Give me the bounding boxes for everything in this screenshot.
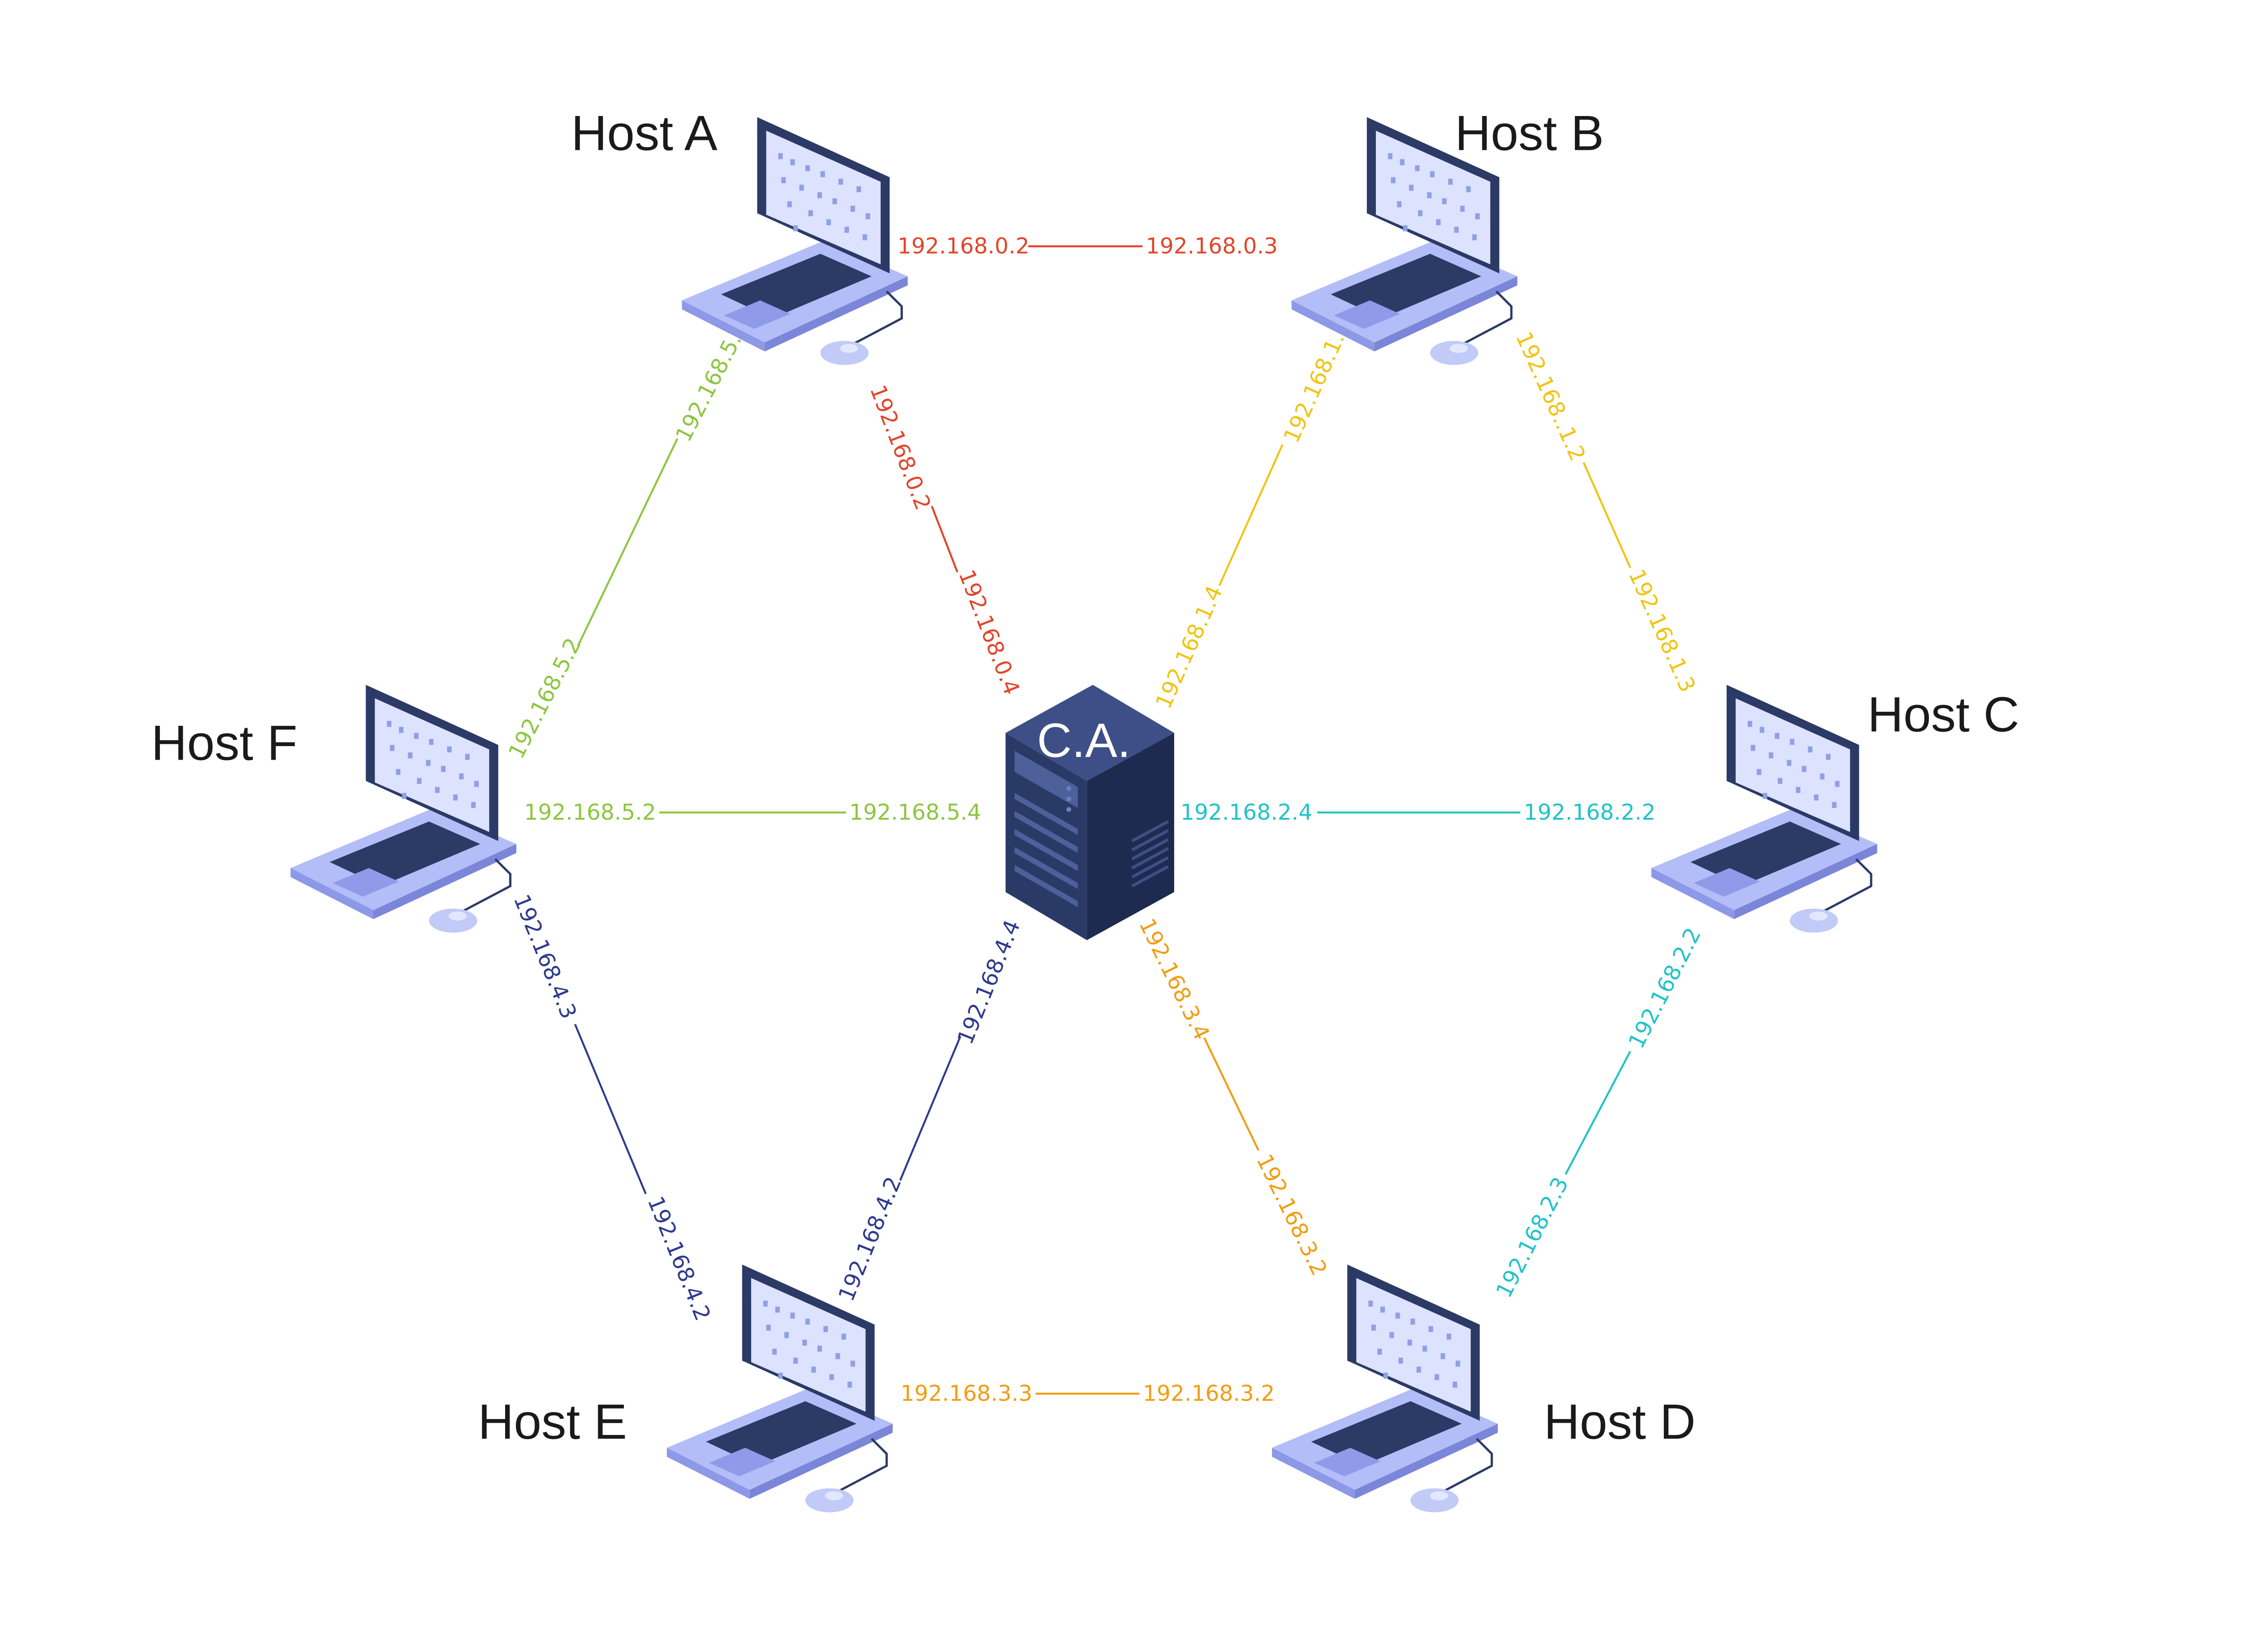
ip-address-label: 192.168.2.2	[1624, 924, 1706, 1053]
laptop-icon	[291, 685, 516, 933]
ip-address-label: 192.168.3.2	[1251, 1150, 1332, 1280]
ip-address-label: 192.168.5.2	[524, 800, 656, 825]
ip-address-label: 192.168.2.2	[1523, 800, 1655, 825]
host-a[interactable]: Host A	[571, 106, 908, 365]
link-a-b: 192.168.0.2 192.168.0.3	[897, 234, 1277, 259]
host-label: Host C	[1867, 687, 2019, 742]
host-b[interactable]: Host B	[1291, 106, 1604, 365]
host-e[interactable]: Host E	[478, 1265, 893, 1513]
host-label: Host F	[151, 715, 297, 771]
ip-address-label: 192.168.2.4	[1180, 800, 1312, 825]
link-line	[1203, 1037, 1259, 1151]
host-label: Host D	[1544, 1394, 1695, 1450]
link-e-ca: 192.168.4.4 192.168.4.2	[834, 916, 1026, 1304]
laptop-icon	[1272, 1265, 1498, 1513]
ip-address-label: 192.168.0.4	[953, 566, 1024, 698]
ip-address-label: 192.168.1.4	[1151, 582, 1227, 713]
link-e-f: 192.168.4.3 192.168.4.2	[508, 891, 715, 1324]
laptop-icon	[1651, 685, 1877, 933]
link-d-e: 192.168.3.3 192.168.3.2	[901, 1381, 1275, 1406]
link-line	[1583, 462, 1631, 568]
ip-address-label: 192.168.4.4	[952, 916, 1025, 1048]
host-label: Host E	[478, 1394, 627, 1450]
ca-label: C.A.	[1037, 714, 1131, 767]
host-label: Host A	[571, 106, 718, 161]
link-line	[899, 1035, 961, 1181]
link-line	[931, 506, 958, 573]
link-c-ca: 192.168.2.4 192.168.2.2	[1180, 800, 1656, 825]
link-line	[574, 1024, 647, 1195]
host-d[interactable]: Host D	[1272, 1265, 1695, 1513]
link-d-ca: 192.168.3.4 192.168.3.2	[1134, 914, 1332, 1280]
link-line	[1565, 1051, 1631, 1175]
ip-address-label: 192.168.4.3	[508, 891, 581, 1022]
ip-address-label: 192.168.1.3	[1624, 566, 1700, 696]
ip-address-label: 192.168.4.2	[642, 1193, 715, 1324]
ip-address-label: 192.168.3.4	[1134, 914, 1214, 1044]
ca-server[interactable]: C.A.	[1005, 685, 1175, 940]
link-f-ca: 192.168.5.2 192.168.5.4	[524, 800, 981, 825]
host-c[interactable]: Host C	[1651, 685, 2019, 933]
link-line	[577, 438, 678, 646]
ip-address-label: 192.168.0.3	[1146, 234, 1277, 259]
host-label: Host B	[1455, 106, 1604, 161]
ip-address-label: 192.168.5.2	[504, 634, 586, 763]
server-icon	[1005, 685, 1175, 940]
host-f[interactable]: Host F	[151, 685, 516, 933]
nodes-layer: Host A Host B Host C Host D Host E Host F	[151, 106, 2019, 1513]
ip-address-label: 192.168.4.2	[834, 1173, 906, 1304]
ip-address-label: 192.168.3.2	[1143, 1381, 1275, 1406]
ip-address-label: 192.168.3.3	[901, 1381, 1032, 1406]
ip-address-label: 192.168.0.2	[865, 381, 936, 513]
link-line	[1218, 444, 1284, 586]
ip-address-label: 192.168.2.3	[1491, 1173, 1574, 1302]
link-b-c: 192.168..1.2 192.168.1.3	[1511, 328, 1700, 696]
ip-address-label: 192.168.0.2	[897, 234, 1029, 259]
link-c-d: 192.168.2.2 192.168.2.3	[1491, 924, 1706, 1302]
ip-address-label: 192.168..1.2	[1511, 328, 1590, 465]
ip-address-label: 192.168.5.4	[849, 800, 981, 825]
